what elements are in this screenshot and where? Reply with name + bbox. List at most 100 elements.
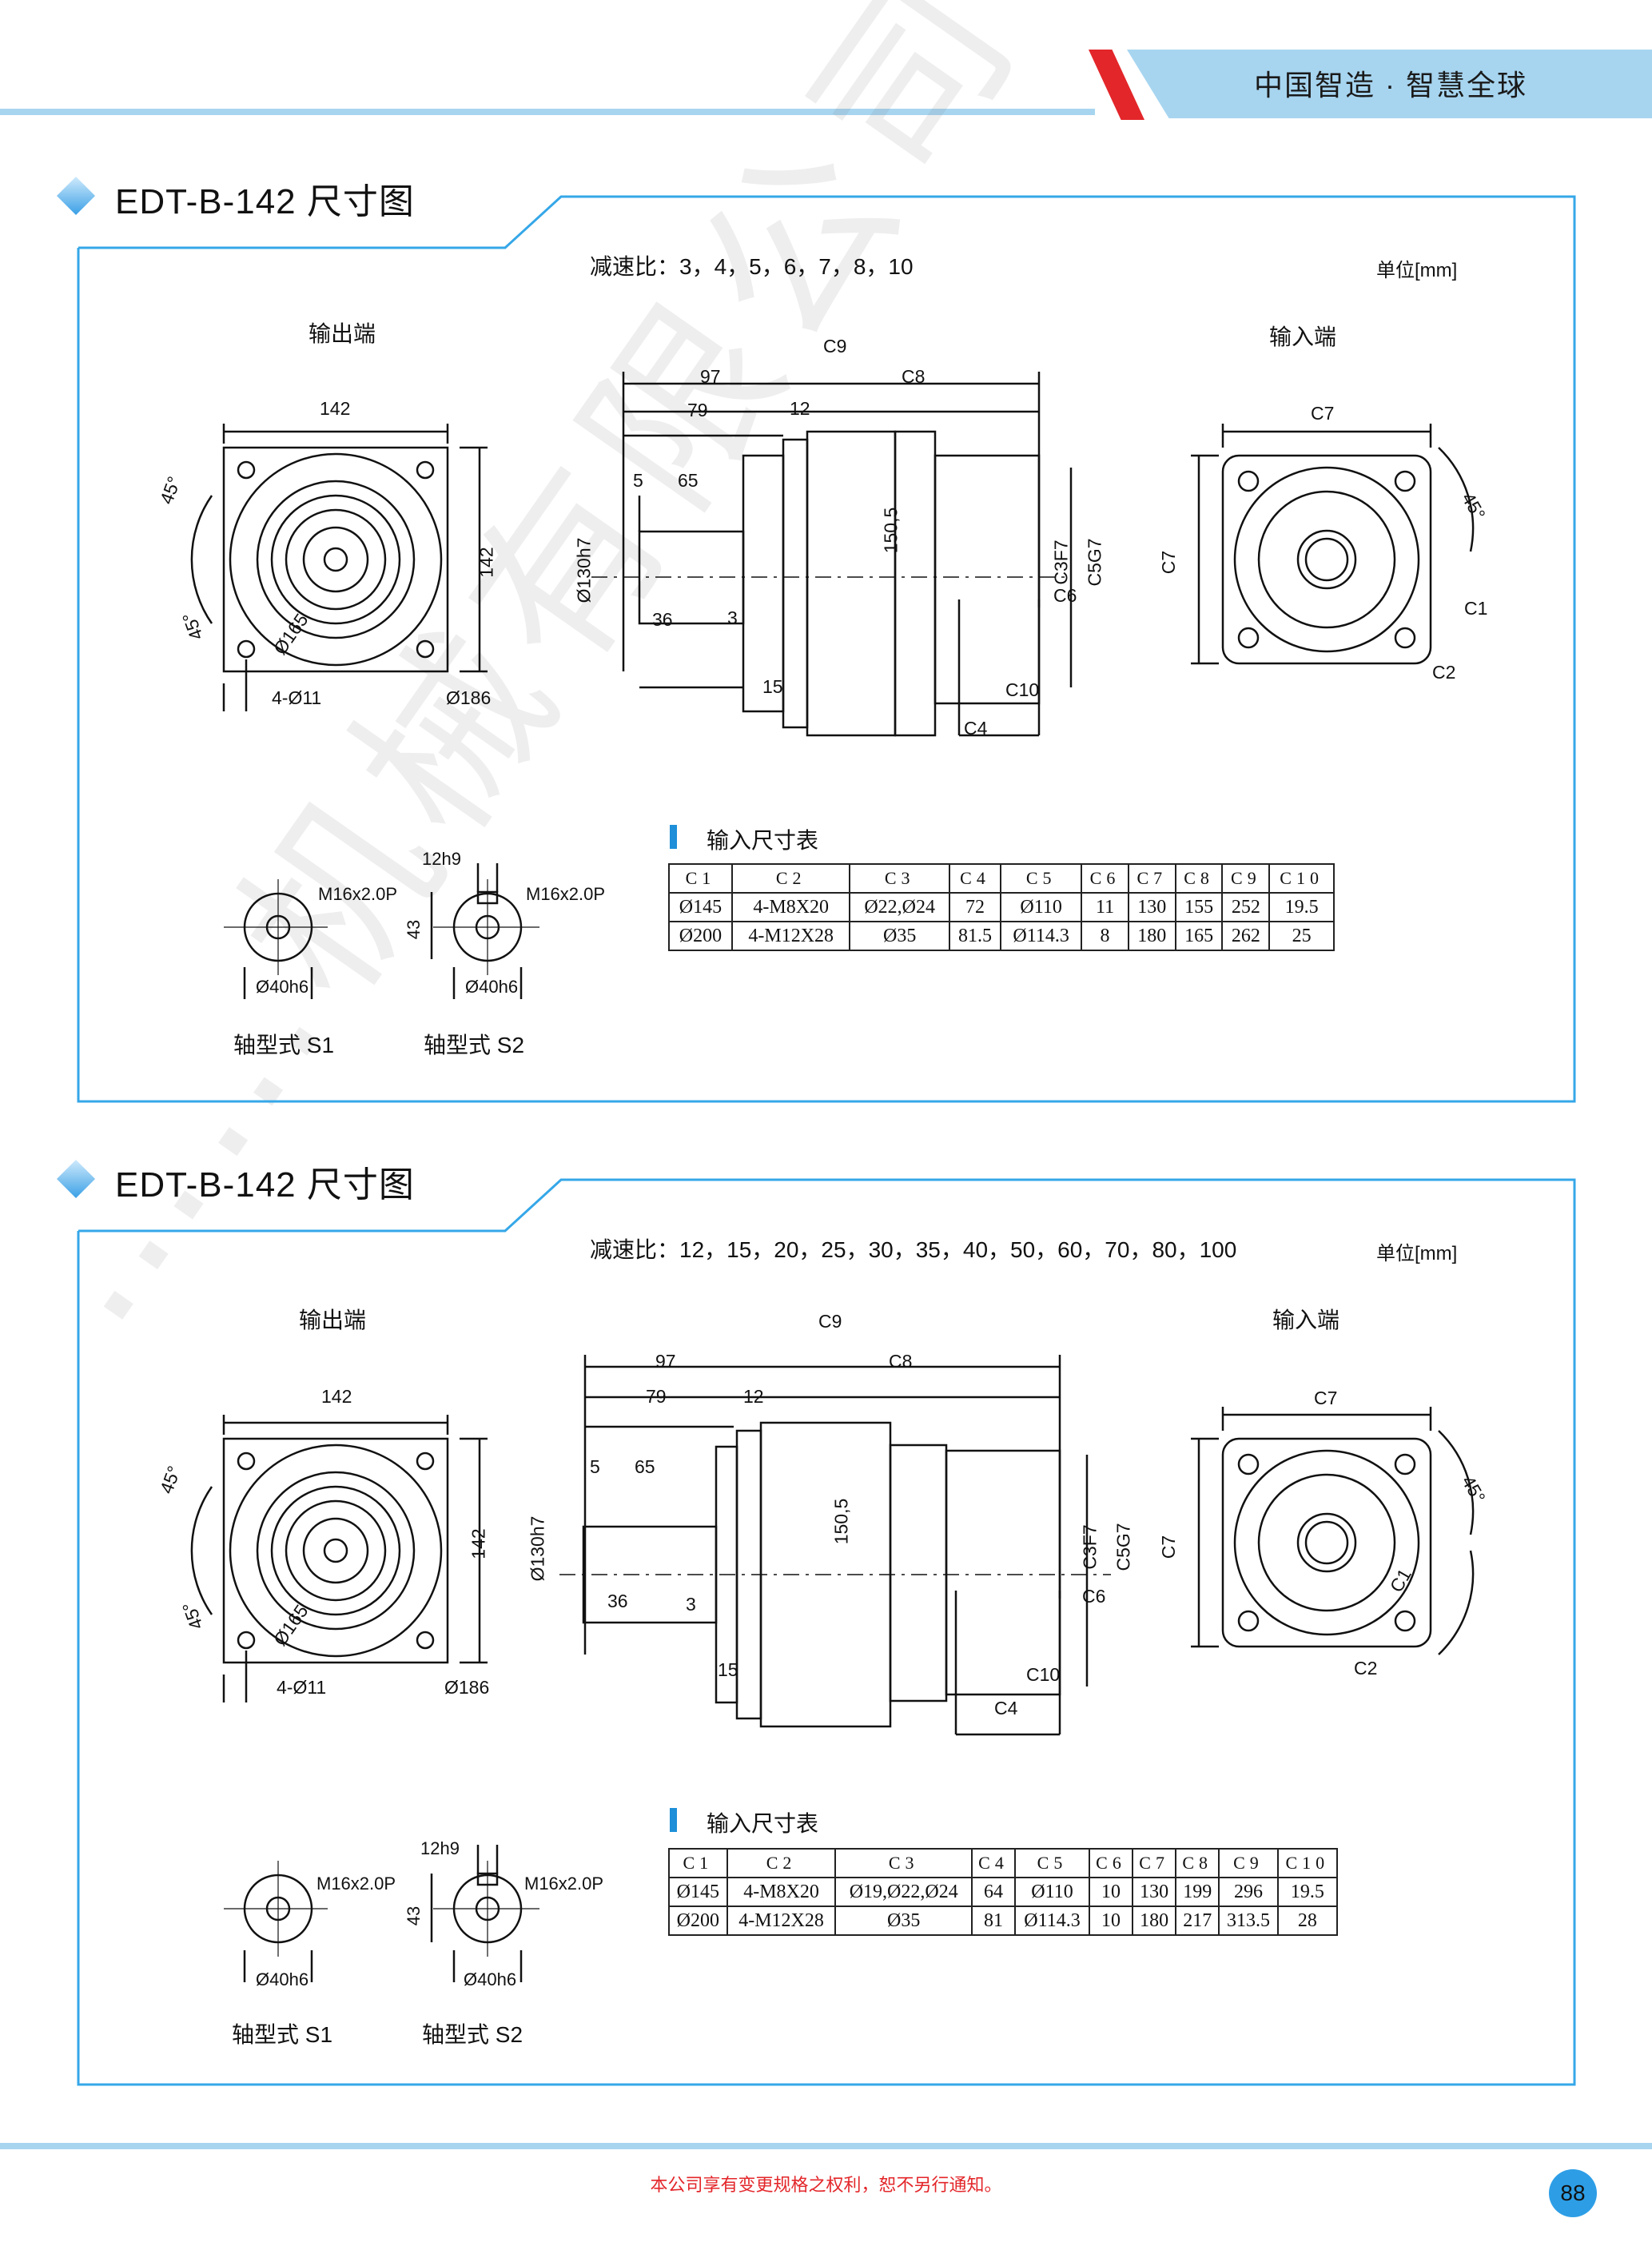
table-header-cell: C3 (849, 863, 950, 894)
dim-36: 36 (607, 1591, 628, 1611)
table-header-cell: C2 (726, 1848, 837, 1878)
dim-142-height: 142 (476, 547, 497, 578)
table-title-bar (670, 1808, 677, 1832)
dim-c8: C8 (889, 1351, 913, 1372)
dim-130h7: Ø130h7 (527, 1515, 548, 1582)
page-number: 88 (1549, 2169, 1597, 2217)
table-cell: Ø22,Ø24 (849, 892, 950, 922)
table-header-cell: C4 (970, 1848, 1017, 1878)
table-cell: 25 (1268, 921, 1335, 951)
table-cell: 19.5 (1268, 892, 1335, 922)
dim-4-holes: 4-Ø11 (277, 1677, 327, 1698)
dim-c7-side: C7 (1158, 1535, 1180, 1559)
table-cell: Ø145 (668, 892, 733, 922)
s1-thread: M16x2.0P (318, 884, 398, 904)
dim-36: 36 (652, 609, 673, 630)
table-cell: Ø114.3 (1000, 921, 1083, 951)
table-title: 输入尺寸表 (707, 1811, 819, 1836)
shaft-s2-label: 轴型式 S2 (424, 1033, 525, 1057)
dim-186: Ø186 (446, 687, 492, 708)
dim-4-holes: 4-Ø11 (272, 687, 322, 708)
table-header-cell: C9 (1218, 1848, 1279, 1878)
table-cell: 81 (970, 1906, 1017, 1936)
table-cell: 10 (1088, 1877, 1134, 1907)
table-cell: Ø110 (1000, 892, 1083, 922)
input-end-drawing (1191, 1407, 1475, 1655)
dim-c7-top: C7 (1314, 1388, 1338, 1408)
table-cell: 4-M8X20 (726, 1877, 837, 1907)
table-cell: 217 (1175, 1906, 1220, 1936)
table-cell: 252 (1221, 892, 1271, 922)
dim-c2: C2 (1432, 662, 1456, 683)
dim-c5: C5G7 (1113, 1523, 1134, 1571)
table-header-cell: C7 (1132, 1848, 1177, 1878)
table-cell: 11 (1081, 892, 1129, 922)
table-header-cell: C8 (1174, 863, 1224, 894)
dim-3: 3 (727, 607, 738, 628)
dim-c9: C9 (818, 1311, 842, 1332)
table-cell: Ø35 (834, 1906, 973, 1936)
table-cell: 28 (1276, 1906, 1339, 1936)
s2-diameter: Ø40h6 (465, 977, 519, 997)
shaft-s1-label: 轴型式 S1 (232, 2022, 333, 2047)
dim-c6: C6 (1082, 1586, 1106, 1607)
dim-142-width: 142 (321, 1386, 352, 1407)
s1-thread: M16x2.0P (316, 1874, 396, 1894)
table-header-cell: C9 (1221, 863, 1271, 894)
table-header-cell: C5 (1000, 863, 1083, 894)
dim-142-height: 142 (468, 1528, 489, 1559)
dim-c6: C6 (1053, 585, 1077, 606)
section-title: EDT-B-142 尺寸图 (115, 182, 415, 221)
table-header-cell: C7 (1127, 863, 1176, 894)
dim-12: 12 (790, 398, 810, 419)
dim-97: 97 (655, 1351, 676, 1372)
table-cell: 64 (970, 1877, 1017, 1907)
section-title: EDT-B-142 尺寸图 (115, 1165, 415, 1205)
dim-15: 15 (762, 676, 783, 697)
table-cell: 155 (1174, 892, 1224, 922)
header-banner (1127, 50, 1652, 118)
dim-c9: C9 (823, 336, 847, 356)
dim-c4: C4 (994, 1698, 1018, 1718)
table-cell: 180 (1127, 921, 1176, 951)
table-cell: 10 (1088, 1906, 1134, 1936)
table-cell: Ø145 (668, 1877, 728, 1907)
dim-79: 79 (687, 400, 708, 420)
table-cell: 81.5 (948, 921, 1002, 951)
table-cell: Ø19,Ø22,Ø24 (834, 1877, 973, 1907)
dim-150-5: 150,5 (830, 1498, 852, 1545)
unit-label: 单位[mm] (1376, 260, 1458, 281)
table-cell: Ø200 (668, 1906, 728, 1936)
side-view-drawing (559, 1355, 1111, 1736)
dim-79: 79 (646, 1386, 667, 1407)
shaft-types-drawing (224, 863, 539, 999)
output-end-drawing (190, 1415, 488, 1702)
s2-key-height: 43 (404, 1906, 424, 1926)
table-header-cell: C1 (668, 1848, 728, 1878)
s2-key-height: 43 (404, 919, 424, 940)
table-header-cell: C10 (1276, 1848, 1339, 1878)
dim-c4: C4 (964, 718, 988, 739)
table-header-cell: C8 (1175, 1848, 1220, 1878)
table-cell: 199 (1175, 1877, 1220, 1907)
reduction-ratio: 减速比：12，15，20，25，30，35，40，50，60，70，80，100 (590, 1237, 1237, 1262)
s2-key-width: 12h9 (422, 849, 461, 869)
table-cell: 165 (1174, 921, 1224, 951)
s2-diameter: Ø40h6 (464, 1969, 517, 1989)
table-header-cell: C4 (948, 863, 1002, 894)
table-cell: 130 (1127, 892, 1176, 922)
input-end-label: 输入端 (1272, 1308, 1340, 1332)
output-end-label: 输出端 (309, 321, 376, 346)
s1-diameter: Ø40h6 (256, 1969, 309, 1989)
table-header-cell: C10 (1268, 863, 1335, 894)
dim-3: 3 (686, 1594, 696, 1615)
dim-5: 5 (590, 1456, 600, 1477)
footer-rule (0, 2143, 1652, 2149)
